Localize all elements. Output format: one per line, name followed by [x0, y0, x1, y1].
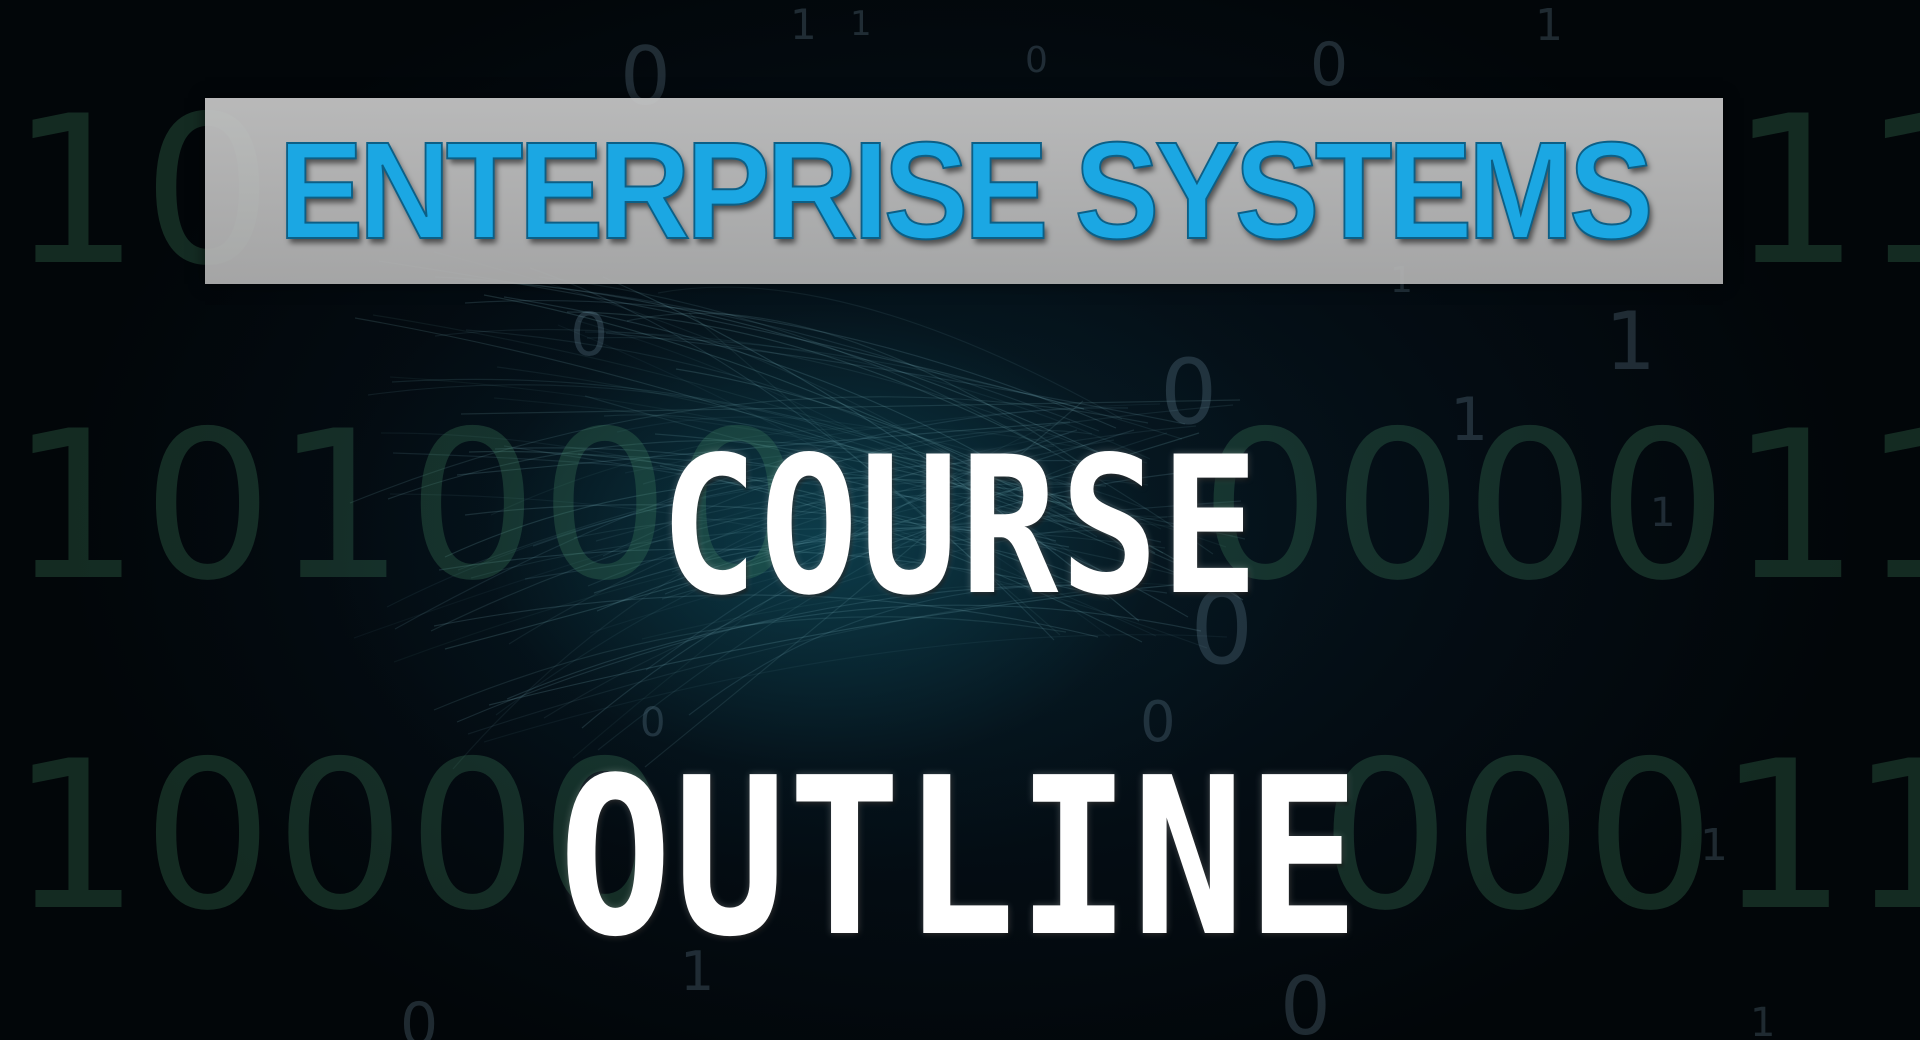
fiber-streak	[508, 425, 1197, 645]
fiber-streak	[391, 378, 1164, 554]
fiber-streak	[387, 439, 1068, 502]
fiber-streak	[602, 429, 1093, 557]
fiber-streak	[456, 421, 1071, 476]
fiber-streak	[349, 396, 1149, 504]
fiber-streak	[488, 579, 1232, 706]
fiber-streak	[389, 376, 1149, 541]
fiber-streak	[659, 465, 1143, 643]
fiber-streak	[529, 267, 1055, 641]
fiber-streak	[605, 332, 1186, 425]
fiber-streak	[456, 584, 1098, 723]
fiber-streak	[581, 469, 1208, 729]
fiber-streak	[675, 368, 1244, 601]
fiber-streak	[642, 451, 1150, 511]
fiber-streak	[467, 584, 1141, 735]
fiber-streak	[457, 404, 1234, 571]
fiber-streak	[616, 416, 1162, 530]
fiber-streak	[438, 548, 1101, 596]
fiber-streak	[367, 384, 1080, 525]
fiber-streak	[380, 432, 1157, 637]
fiber-streak	[392, 452, 1162, 543]
fiber-streak	[483, 294, 1156, 554]
fiber-streak	[597, 432, 1168, 751]
fiber-streak	[434, 328, 1123, 464]
fiber-streak	[386, 473, 1149, 608]
fiber-streak	[595, 479, 1093, 542]
fiber-streak	[657, 286, 1123, 420]
fiber-streak	[645, 429, 1078, 671]
fiber-streak	[503, 445, 1057, 551]
fiber-streak	[468, 450, 1110, 600]
fiber-streak	[483, 634, 1228, 743]
fiber-streak	[434, 276, 1120, 463]
fiber-streak	[688, 585, 1168, 716]
fiber-streak	[464, 504, 1070, 548]
heading-outline: OUTLINE	[558, 732, 1362, 985]
fiber-streak	[465, 329, 1098, 538]
fiber-streak	[543, 513, 1199, 719]
fiber-streak	[353, 432, 1070, 639]
fiber-streak	[584, 395, 1135, 539]
fiber-streak	[524, 500, 1242, 580]
fiber-streak	[593, 538, 1082, 594]
fiber-streak	[586, 337, 1183, 440]
fiber-streak	[596, 526, 1057, 612]
fiber-streak	[496, 366, 1072, 525]
fiber-streak	[394, 407, 1129, 630]
fiber-streak	[624, 403, 1161, 474]
fiber-streak	[464, 299, 1117, 429]
fiber-streak	[577, 320, 1131, 591]
fiber-streak	[587, 493, 1061, 587]
slide-title: ENTERPRISE SYSTEMS	[278, 113, 1655, 269]
fiber-streak	[393, 515, 1168, 663]
fiber-streak	[503, 296, 1123, 547]
fiber-streak	[493, 397, 1227, 548]
fiber-streak	[572, 423, 1052, 759]
fiber-streak	[661, 528, 1143, 600]
title-banner: ENTERPRISE SYSTEMS	[205, 98, 1723, 284]
fiber-streak	[490, 427, 1148, 516]
fiber-streak	[433, 616, 1067, 711]
fiber-streak	[372, 314, 1101, 522]
fiber-streak	[584, 331, 1151, 460]
fiber-streak	[557, 324, 1111, 638]
fiber-streak	[577, 453, 1246, 540]
heading-course: COURSE	[659, 416, 1261, 637]
fiber-streak	[688, 312, 1061, 636]
fiber-streak	[452, 445, 1055, 770]
fiber-streak	[494, 447, 1189, 618]
fiber-streak	[626, 312, 1097, 475]
fiber-streak	[430, 483, 1107, 632]
fiber-streak	[566, 311, 1052, 452]
fiber-streak	[433, 594, 1099, 638]
fiber-streak	[654, 433, 1209, 579]
fiber-streak	[641, 581, 1213, 640]
fiber-streak	[644, 400, 1084, 768]
fiber-streak	[538, 276, 1214, 555]
fiber-streak	[671, 439, 1115, 573]
fiber-streak	[664, 429, 1135, 595]
fiber-streak	[354, 317, 1184, 577]
fiber-streak	[470, 527, 1166, 579]
fiber-streak	[602, 276, 1140, 622]
fiber-streak	[573, 517, 1223, 588]
fiber-streak	[463, 279, 1100, 432]
fiber-streak	[506, 604, 1202, 700]
fiber-streak	[695, 520, 1234, 581]
fiber-streak	[603, 414, 1051, 514]
fiber-streak	[389, 493, 1208, 649]
fiber-streak	[444, 477, 1087, 558]
fiber-streak	[532, 459, 1113, 547]
fiber-streak	[589, 497, 1094, 634]
fiber-streak	[495, 485, 1087, 716]
fiber-streak	[444, 432, 1200, 650]
